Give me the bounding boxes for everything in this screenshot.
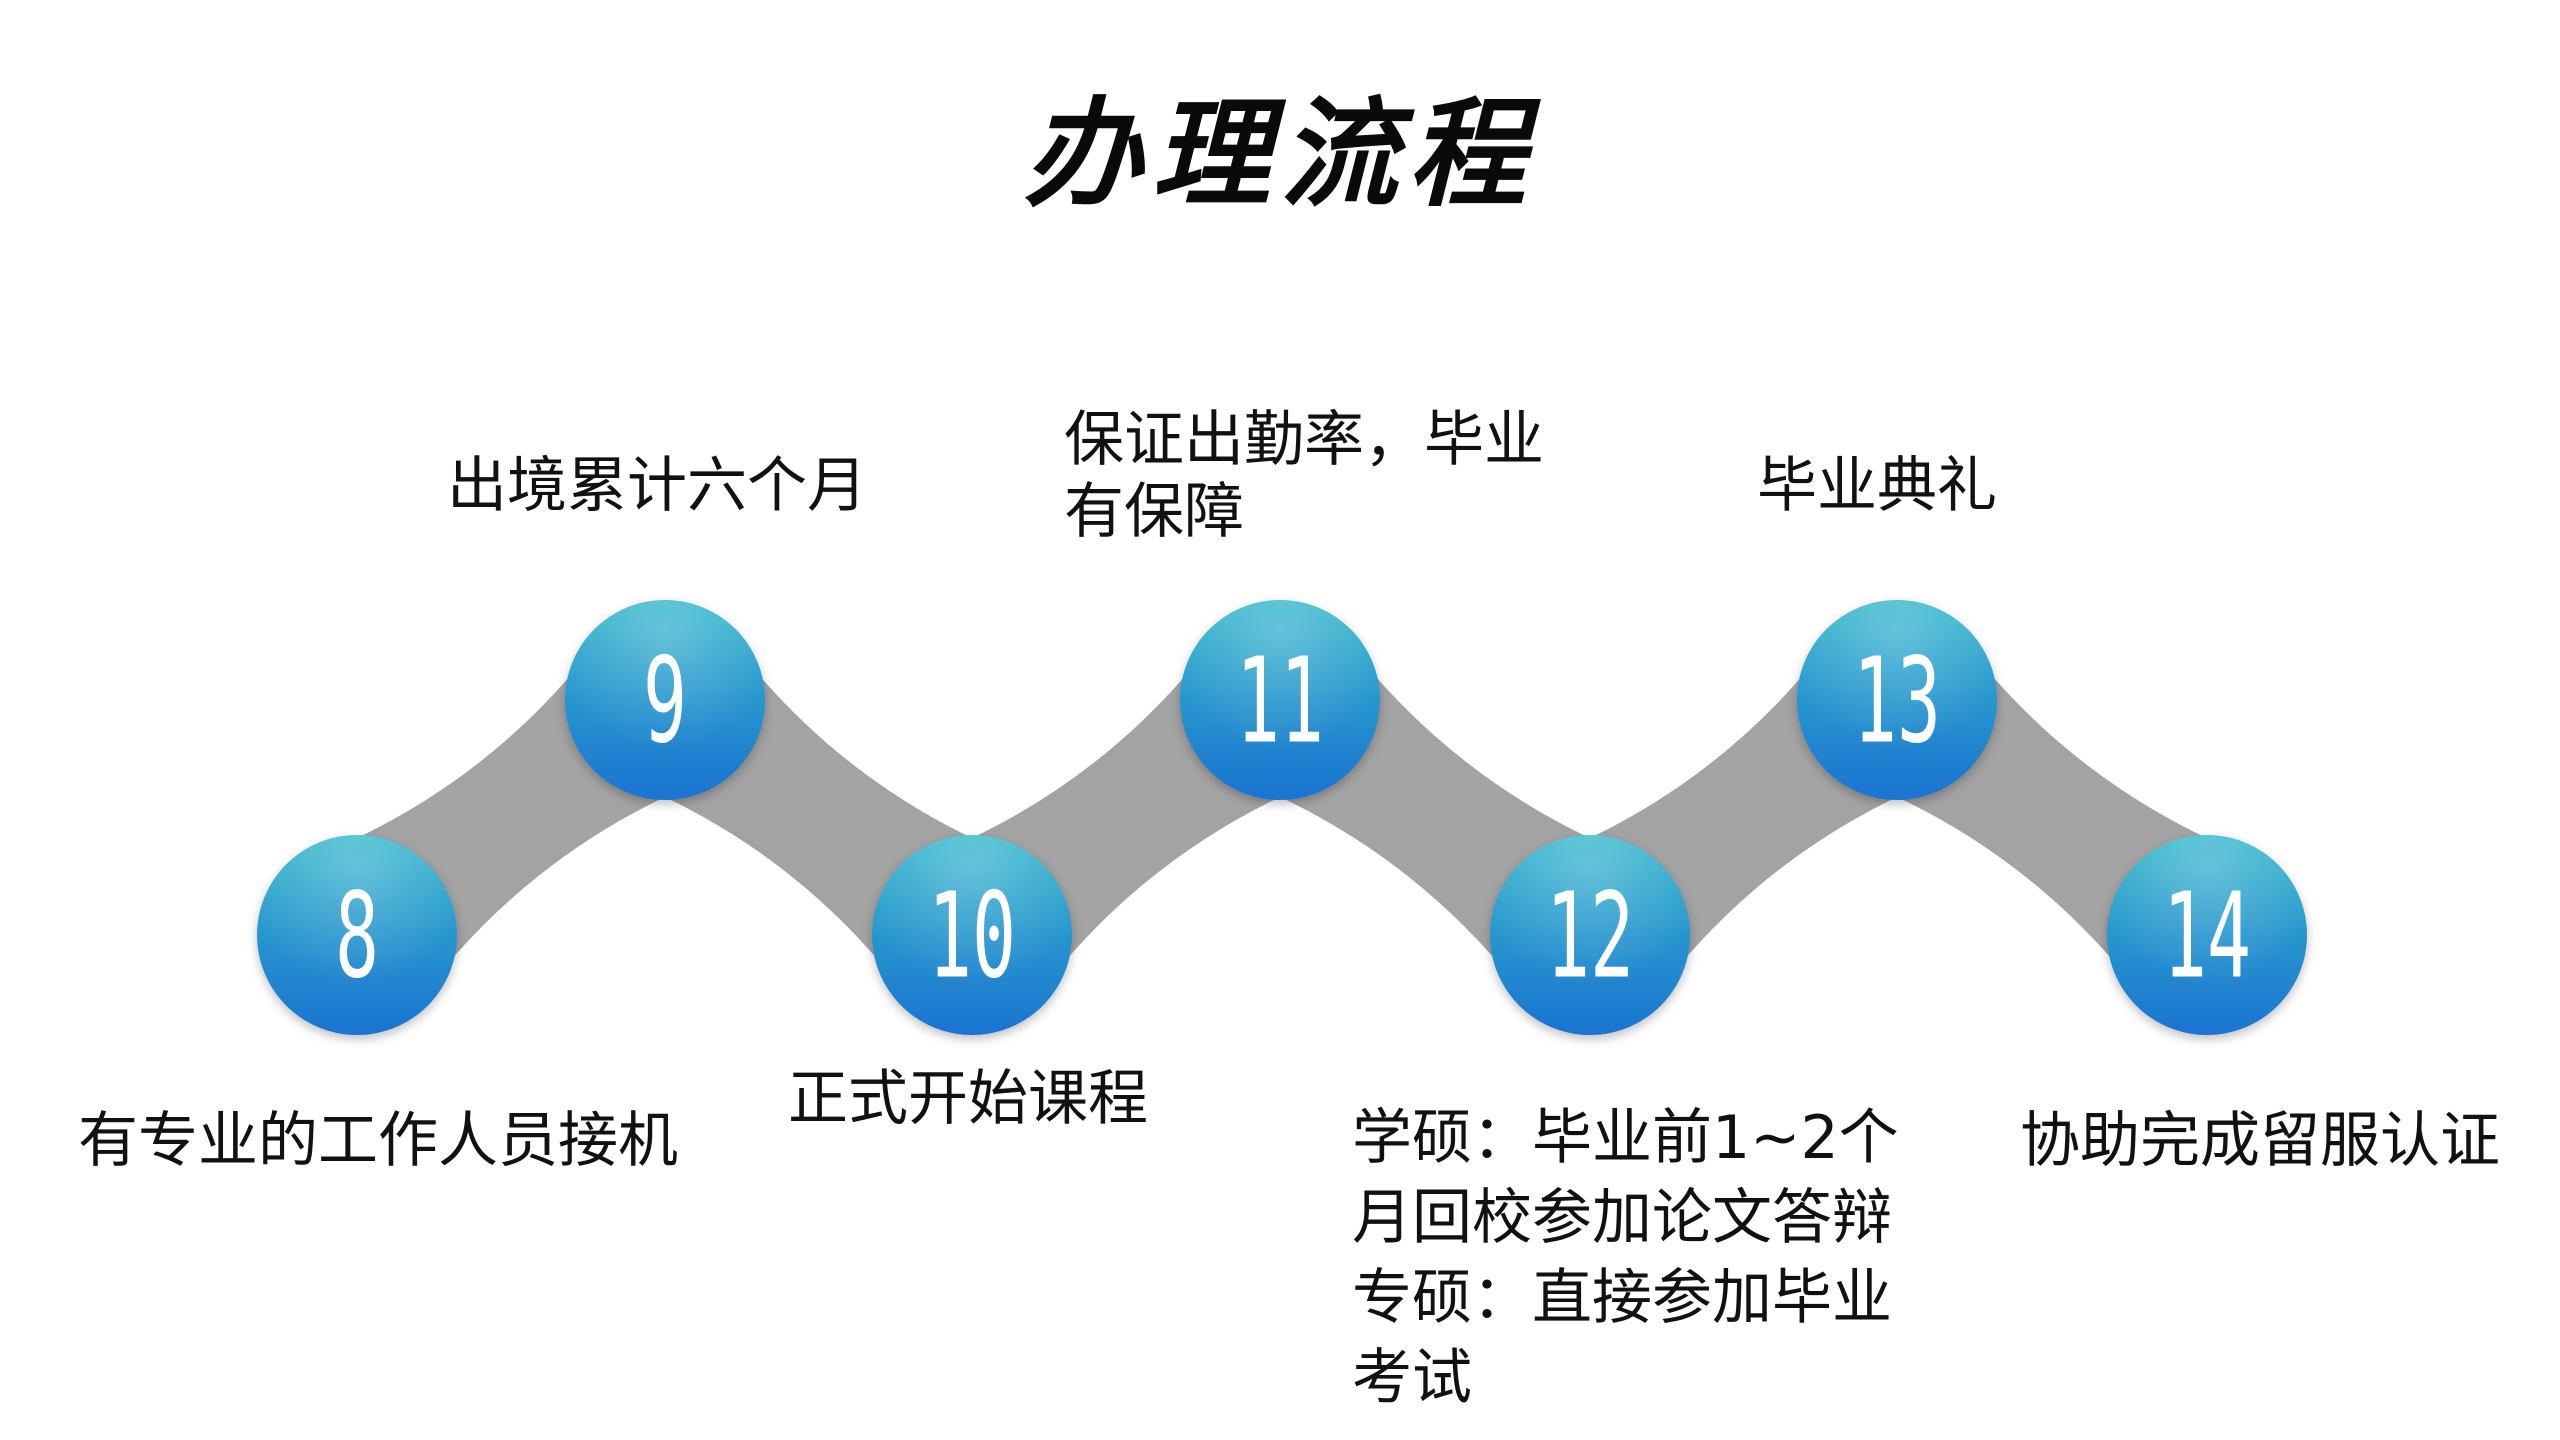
step-12-description: 学硕：毕业前1~2个 月回校参加论文答辩 专硕：直接参加毕业 考试 <box>1352 1103 1899 1413</box>
step-node-11: 11 <box>1180 600 1380 800</box>
step-number: 8 <box>335 868 379 1005</box>
step-number: 14 <box>2163 868 2251 1005</box>
page-title: 办理流程 <box>1023 84 1536 223</box>
step-10-description: 正式开始课程 <box>788 1064 1148 1134</box>
step-11-description: 保证出勤率，毕业 有保障 <box>1064 405 1544 547</box>
step-circle-gloss <box>2107 835 2307 1035</box>
step-circle-gloss <box>1490 835 1690 1035</box>
step-number: 9 <box>643 633 687 770</box>
step-13-description: 毕业典礼 <box>1757 451 1997 521</box>
step-number: 11 <box>1236 633 1324 770</box>
step-node-14: 14 <box>2107 835 2307 1035</box>
step-circle-gloss <box>565 600 765 800</box>
step-number: 10 <box>928 868 1016 1005</box>
step-circle-gloss <box>872 835 1072 1035</box>
step-8-description: 有专业的工作人员接机 <box>78 1106 678 1176</box>
step-node-13: 13 <box>1797 600 1997 800</box>
step-circle-gloss <box>257 835 457 1035</box>
step-14-description: 协助完成留服认证 <box>2020 1106 2500 1176</box>
step-circle-gloss <box>1180 600 1380 800</box>
step-node-12: 12 <box>1490 835 1690 1035</box>
step-9-description: 出境累计六个月 <box>447 451 867 521</box>
step-node-10: 10 <box>872 835 1072 1035</box>
step-node-8: 8 <box>257 835 457 1035</box>
step-number: 12 <box>1546 868 1634 1005</box>
step-number: 13 <box>1853 633 1941 770</box>
step-node-9: 9 <box>565 600 765 800</box>
step-circle-gloss <box>1797 600 1997 800</box>
